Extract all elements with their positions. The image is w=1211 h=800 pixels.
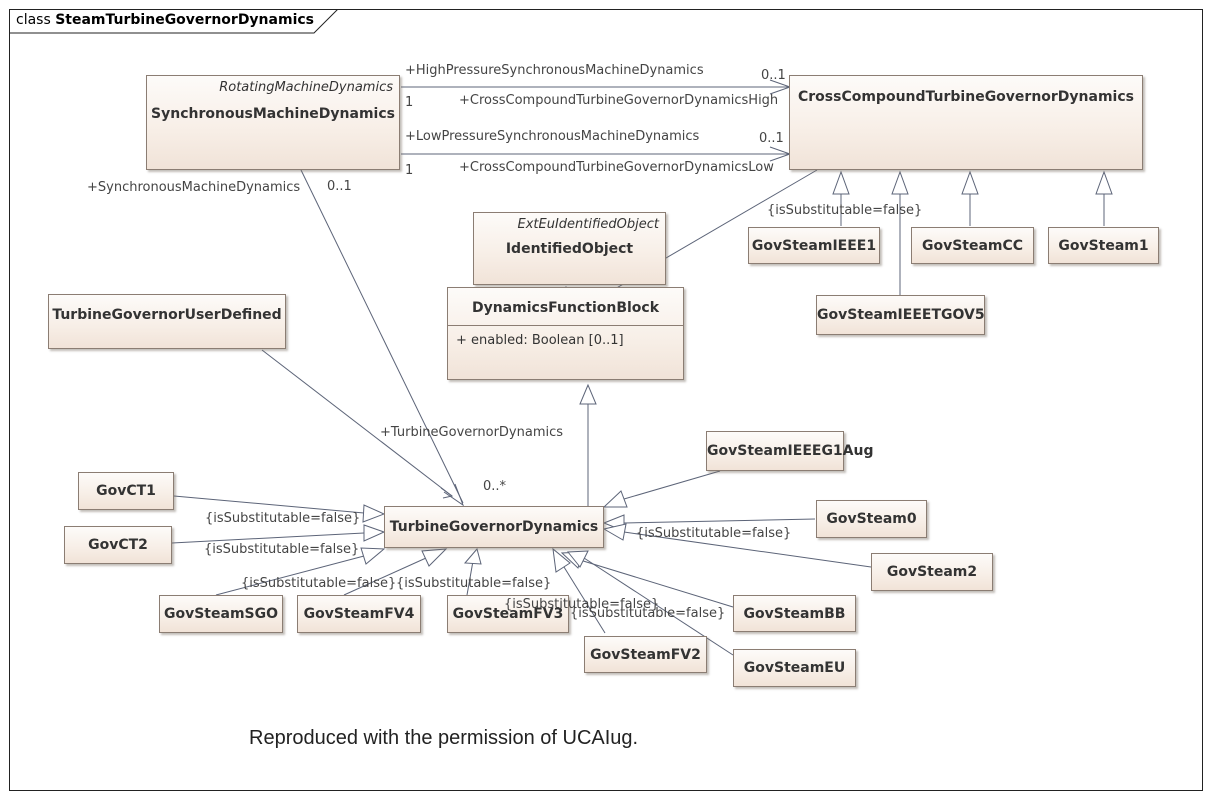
constraint-fv4: {isSubstitutable=false}	[396, 576, 552, 591]
class-gov-steam-ieee1[interactable]: GovSteamIEEE1	[748, 227, 880, 264]
constraint-fv3: {isSubstitutable=false}	[504, 597, 660, 612]
class-gov-ct2[interactable]: GovCT2	[64, 526, 172, 564]
class-name: SynchronousMachineDynamics	[151, 106, 395, 122]
class-name: IdentifiedObject	[505, 241, 634, 257]
class-name: CrossCompoundTurbineGovernorDynamics	[797, 89, 1134, 105]
class-gov-steam-bb[interactable]: GovSteamBB	[733, 595, 856, 632]
multiplicity-high-source: 1	[405, 95, 414, 110]
multiplicity-low-source: 1	[405, 163, 414, 178]
class-name: GovSteamEU	[743, 660, 846, 676]
class-gov-steam2[interactable]: GovSteam2	[871, 553, 993, 591]
class-identified-object[interactable]: ExtEuIdentifiedObject IdentifiedObject	[473, 212, 666, 285]
diagram-title: class SteamTurbineGovernorDynamics	[16, 12, 314, 28]
constraint-steam0: {isSubstitutable=false}	[636, 526, 792, 541]
role-cross-compound-high: +CrossCompoundTurbineGovernorDynamicsHig…	[459, 93, 779, 108]
class-gov-steam-ieeetgov5[interactable]: GovSteamIEEETGOV5	[816, 295, 985, 335]
class-name: GovSteamIEEETGOV5	[817, 307, 985, 323]
class-dynamics-function-block[interactable]: DynamicsFunctionBlock + enabled: Boolean…	[447, 287, 684, 380]
stereotype-label: ExtEuIdentifiedObject	[517, 217, 659, 232]
permission-footnote: Reproduced with the permission of UCAIug…	[249, 727, 639, 749]
role-low-pressure: +LowPressureSynchronousMachineDynamics	[405, 129, 700, 144]
class-name: GovCT2	[88, 537, 148, 553]
class-name: GovSteamBB	[743, 606, 846, 622]
class-gov-steam-eu[interactable]: GovSteamEU	[733, 649, 856, 687]
constraint-fv2: {isSubstitutable=false}	[570, 606, 726, 621]
class-gov-steam-ieeeg1aug[interactable]: GovSteamIEEEG1Aug	[706, 431, 874, 471]
class-name: TurbineGovernorDynamics	[389, 519, 599, 535]
constraint-sgo: {isSubstitutable=false}	[241, 576, 397, 591]
class-gov-steam-cc[interactable]: GovSteamCC	[911, 227, 1034, 264]
class-gov-ct1[interactable]: GovCT1	[78, 472, 174, 510]
class-name: GovSteam1	[1058, 238, 1149, 254]
class-gov-steam0[interactable]: GovSteam0	[816, 500, 927, 538]
compartment-divider	[448, 325, 683, 326]
class-name: GovSteam2	[886, 564, 978, 580]
attribute-enabled: + enabled: Boolean [0..1]	[456, 333, 624, 348]
frame-name: SteamTurbineGovernorDynamics	[55, 12, 314, 28]
class-gov-steam-sgo[interactable]: GovSteamSGO	[159, 595, 283, 633]
class-name: DynamicsFunctionBlock	[471, 300, 660, 316]
class-name: GovSteamFV4	[303, 606, 415, 622]
multiplicity-synchronous-machine: 0..1	[327, 179, 352, 194]
class-name: GovSteamFV3	[452, 606, 564, 622]
multiplicity-turbine-governor: 0..*	[483, 479, 507, 494]
class-gov-steam1[interactable]: GovSteam1	[1048, 227, 1159, 264]
role-synchronous-machine-dynamics: +SynchronousMachineDynamics	[87, 180, 301, 195]
multiplicity-high-target: 0..1	[761, 68, 786, 83]
class-name: GovSteamFV2	[590, 647, 701, 663]
class-name: GovSteamIEEEG1Aug	[707, 443, 874, 459]
role-turbine-governor-dynamics: +TurbineGovernorDynamics	[380, 425, 564, 440]
stereotype-label: RotatingMachineDynamics	[219, 80, 393, 95]
class-gov-steam-fv2[interactable]: GovSteamFV2	[584, 636, 707, 673]
constraint-ct2: {isSubstitutable=false}	[204, 542, 360, 557]
class-name: GovSteam0	[826, 511, 917, 527]
class-name: GovSteamSGO	[163, 606, 279, 622]
class-turbine-governor-dynamics[interactable]: TurbineGovernorDynamics	[384, 506, 604, 548]
class-gov-steam-fv4[interactable]: GovSteamFV4	[297, 595, 421, 633]
role-high-pressure: +HighPressureSynchronousMachineDynamics	[405, 63, 704, 78]
class-name: GovSteamCC	[921, 238, 1024, 254]
class-synchronous-machine-dynamics[interactable]: RotatingMachineDynamics SynchronousMachi…	[146, 75, 400, 170]
class-cross-compound-turbine-governor-dynamics[interactable]: CrossCompoundTurbineGovernorDynamics	[789, 75, 1143, 170]
frame-tab	[9, 9, 339, 34]
class-gov-steam-fv3[interactable]: GovSteamFV3	[447, 595, 569, 633]
frame-kind: class	[16, 12, 51, 28]
class-name: TurbineGovernorUserDefined	[52, 307, 282, 323]
class-turbine-governor-user-defined[interactable]: TurbineGovernorUserDefined	[48, 294, 286, 349]
multiplicity-low-target: 0..1	[759, 131, 784, 146]
role-cross-compound-low: +CrossCompoundTurbineGovernorDynamicsLow	[459, 160, 774, 175]
class-name: GovSteamIEEE1	[751, 238, 877, 254]
constraint-ct1: {isSubstitutable=false}	[205, 511, 361, 526]
diagram-frame	[9, 9, 1203, 791]
class-name: GovCT1	[96, 483, 156, 499]
constraint-ieee1: {isSubstitutable=false}	[767, 203, 923, 218]
